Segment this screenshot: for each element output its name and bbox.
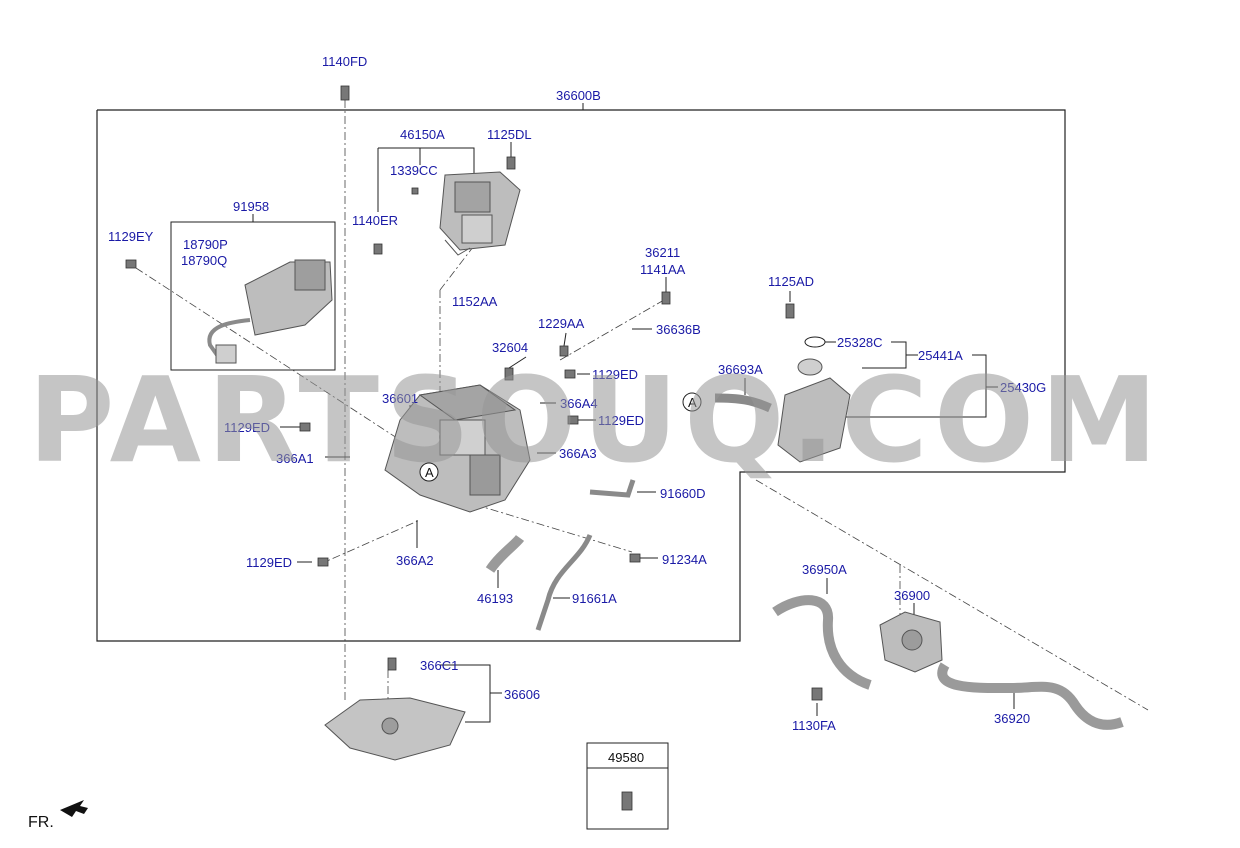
part-label-1129ED-top[interactable]: 1129ED [592, 367, 639, 382]
part-label-1129ED-bottom[interactable]: 1129ED [246, 555, 293, 570]
part-label-49580[interactable]: 49580 [608, 750, 645, 765]
part-label-1141AA[interactable]: 1141AA [640, 262, 686, 277]
part-label-36606[interactable]: 36606 [504, 687, 541, 702]
part-label-1125DL[interactable]: 1125DL [487, 127, 532, 142]
part-label-46193[interactable]: 46193 [477, 591, 514, 606]
part-label-36601[interactable]: 36601 [382, 391, 419, 406]
part-label-36600B[interactable]: 36600B [556, 88, 601, 103]
part-label-366A2[interactable]: 366A2 [396, 553, 434, 568]
part-label-91661A[interactable]: 91661A [572, 591, 617, 606]
part-36606-bracket [324, 697, 466, 761]
part-label-36636B[interactable]: 36636B [656, 322, 701, 337]
part-label-25430G[interactable]: 25430G [1000, 380, 1047, 395]
part-label-36900[interactable]: 36900 [894, 588, 931, 603]
part-label-25441A[interactable]: 25441A [918, 348, 963, 363]
part-36900-pump [879, 611, 943, 673]
part-box-49580 [586, 742, 669, 830]
part-label-1129EY[interactable]: 1129EY [108, 229, 154, 244]
part-label-32604[interactable]: 32604 [492, 340, 529, 355]
part-91661A-hose [535, 533, 593, 631]
part-36950A-hose [772, 595, 872, 690]
front-direction-label: FR. [28, 814, 54, 831]
part-46150A-valve [439, 171, 521, 256]
callout-a-hose: A [688, 395, 697, 410]
part-label-36950A[interactable]: 36950A [802, 562, 847, 577]
part-label-18790Q[interactable]: 18790Q [181, 253, 228, 268]
part-label-366C1[interactable]: 366C1 [420, 658, 459, 673]
part-label-1129ED-left[interactable]: 1129ED [224, 420, 271, 435]
part-label-1129ED-mid[interactable]: 1129ED [598, 413, 645, 428]
part-label-1130FA[interactable]: 1130FA [792, 718, 836, 733]
part-label-366A3[interactable]: 366A3 [559, 446, 597, 461]
part-91958-harness [207, 259, 333, 364]
part-label-18790P[interactable]: 18790P [183, 237, 228, 252]
bolts [125, 85, 823, 811]
part-label-1140ER[interactable]: 1140ER [352, 213, 399, 228]
part-label-46150A[interactable]: 46150A [400, 127, 445, 142]
part-label-1339CC[interactable]: 1339CC [390, 163, 438, 178]
part-label-366A4[interactable]: 366A4 [560, 396, 598, 411]
part-36920-hose [937, 662, 1124, 730]
assembly-frame [96, 109, 1066, 642]
callout-a-converter: A [425, 465, 434, 480]
part-label-36920[interactable]: 36920 [994, 711, 1031, 726]
part-label-91958[interactable]: 91958 [233, 199, 270, 214]
part-label-1152AA[interactable]: 1152AA [452, 294, 498, 309]
part-label-25328C[interactable]: 25328C [837, 335, 883, 350]
part-label-366A1[interactable]: 366A1 [276, 451, 314, 466]
part-label-1229AA[interactable]: 1229AA [538, 316, 585, 331]
part-36601-converter [384, 384, 531, 513]
part-label-91660D[interactable]: 91660D [660, 486, 706, 501]
part-label-1140FD[interactable]: 1140FD [322, 54, 368, 69]
part-label-36211[interactable]: 36211 [645, 245, 681, 260]
front-arrow-icon [60, 800, 88, 817]
part-46193-hose [485, 534, 525, 573]
part-label-91234A[interactable]: 91234A [662, 552, 707, 567]
part-91660D-hose [589, 479, 636, 498]
part-label-1125AD[interactable]: 1125AD [768, 274, 815, 289]
part-label-36693A[interactable]: 36693A [718, 362, 763, 377]
part-25430G-reservoir [714, 358, 851, 463]
